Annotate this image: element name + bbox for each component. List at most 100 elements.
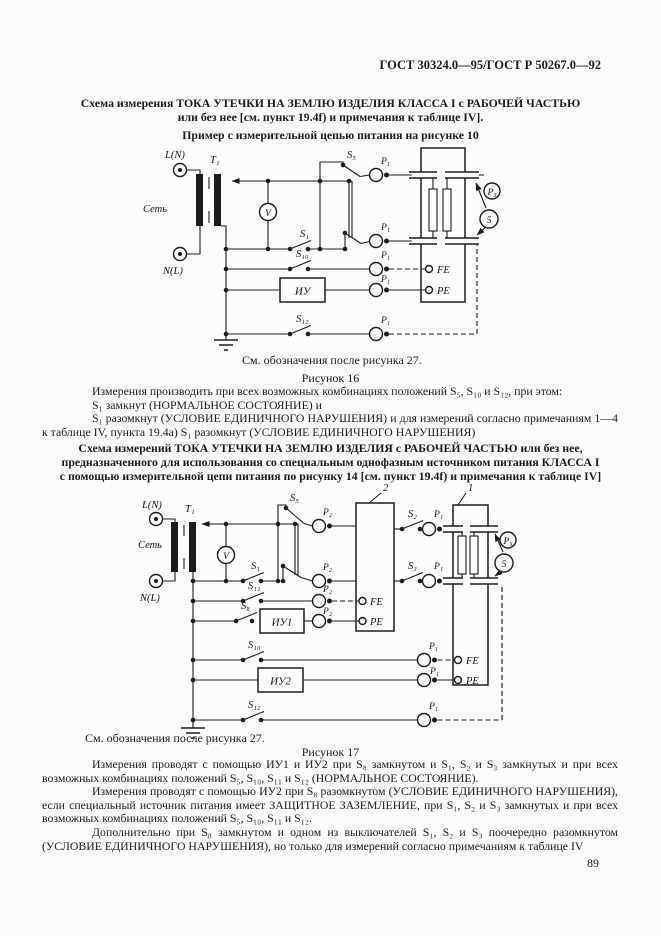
switch-s10: S₁₀: [223, 249, 370, 272]
iu1-box-label: ИУ1: [271, 617, 293, 629]
switch-s8-label: S₈: [241, 601, 250, 612]
figure-17-schematic: L(N) Сеть N(L) T₁ V: [138, 483, 517, 739]
switch-s1-label: S₁: [251, 561, 260, 572]
switch-s12-label: S₁₂: [248, 700, 261, 711]
terminal-p1-label: P₁: [380, 275, 390, 285]
probe-5-label: 5: [502, 560, 507, 570]
special-power-source-box: 2 FE PE: [332, 483, 395, 632]
switch-s11-label: S₁₁: [248, 581, 261, 592]
switch-s10-label: S₁₀: [296, 249, 309, 260]
fe-terminal-label: FE: [369, 597, 383, 608]
terminal-p1-label: P₁: [380, 223, 390, 233]
figure-17-note-2: Измерения проводят с помощью ИУ2 при S₈ …: [42, 784, 618, 826]
switch-s5-label: S₅: [347, 150, 356, 161]
equipment-under-test: 1 FE PE: [443, 483, 498, 687]
switch-s12: S₁₂: [223, 314, 370, 337]
terminal-p1-label: P₁: [428, 642, 438, 652]
switch-s1: S₁: [223, 229, 345, 252]
equipment-under-test: FE PE: [389, 147, 487, 335]
neutral-terminal-label: N(L): [139, 593, 160, 604]
terminals-p1: P₁ P₁ P₁ P₁ P₁: [368, 157, 412, 342]
iu-box-label: ИУ: [294, 286, 312, 298]
transformer-label: T₁: [185, 504, 195, 515]
switch-s1: S₁: [190, 561, 278, 584]
earth-symbol: [214, 339, 238, 351]
switch-s5-reversal: S₅: [275, 493, 313, 584]
mains-label: Сеть: [138, 540, 162, 551]
mains-transformer: L(N) Сеть N(L) T₁: [138, 500, 298, 728]
terminal-p1-label: P₁: [380, 157, 390, 167]
figure-16-title: Схема измерения ТОКА УТЕЧКИ НА ЗЕМЛЮ ИЗД…: [40, 96, 621, 142]
transformer-label: T₁: [210, 155, 220, 166]
voltmeter-label: V: [223, 552, 230, 562]
probe-5-label: 5: [487, 216, 492, 226]
figure-16-caption: Рисунок 16: [301, 371, 360, 385]
probe-p3: P₃ 5: [475, 182, 501, 236]
figure-17-title-line1: Схема измерений ТОКА УТЕЧКИ НА ЗЕМЛЮ ИЗД…: [78, 441, 583, 455]
page-number: 89: [587, 856, 599, 870]
pe-terminal-label: PE: [465, 676, 479, 687]
switch-s12-label: S₁₂: [296, 314, 309, 325]
voltmeter-label: V: [265, 209, 272, 219]
figure-17-legend-note: См. обозначения после рисунка 27.: [85, 731, 265, 745]
figure-16-note-2: S₁ замкнут (НОРМАЛЬНОЕ СОСТОЯНИЕ) и: [92, 397, 322, 412]
switch-s1-label: S₁: [300, 229, 309, 240]
fe-terminal-label: FE: [436, 265, 450, 276]
switch-s8-iu1: S₈ ИУ1: [190, 601, 313, 634]
figure-17-title-line3: с помощью измерительной цепи питания по …: [59, 469, 602, 483]
probe-p3-label: P₃: [486, 188, 496, 198]
earth-symbol: [181, 727, 205, 739]
switch-s5-label: S₅: [290, 493, 299, 504]
switch-s10: S₁₀ P₁: [190, 640, 454, 668]
document-number-header: ГОСТ 30324.0—95/ГОСТ Р 50267.0—92: [379, 58, 602, 72]
figure-17-title-line2: предназначенного для использования со сп…: [61, 455, 600, 469]
probe-p3-label: P₃: [502, 537, 512, 547]
terminal-p2-label: P₂: [322, 585, 333, 595]
switch-s3: S₃ P₁: [394, 561, 443, 589]
terminals-p2: P₂ P₂ P₂ P₂: [311, 508, 356, 629]
voltmeter: V: [216, 521, 236, 584]
pe-terminal-label: PE: [436, 286, 450, 297]
figure-16-subtitle: Пример с измерительной цепью питания на …: [182, 128, 479, 142]
box2-label: 2: [383, 483, 389, 494]
terminal-p1-label: P₁: [429, 667, 439, 677]
measuring-device-iu2: ИУ2 P₁: [190, 667, 454, 693]
terminal-p2-label: P₂: [322, 607, 333, 617]
figure-16-schematic: L(N) Сеть N(L) T₁ V: [143, 147, 501, 351]
voltmeter: V: [258, 178, 278, 252]
box1-label: 1: [468, 483, 473, 494]
line-terminal-label: L(N): [164, 150, 185, 161]
mains-transformer: L(N) Сеть N(L) T₁: [143, 150, 352, 340]
terminal-p1-label: P₁: [433, 510, 443, 520]
terminal-p2-label: P₂: [322, 508, 333, 518]
probe-p3: P₃ 5: [494, 531, 517, 577]
terminal-p1-label: P₁: [380, 251, 390, 261]
switch-s11: S₁₁: [190, 581, 313, 604]
figure-16-title-line2: или без нее [см. пункт 19.4f) и примечан…: [177, 110, 484, 124]
switch-s2: S₂ P₁: [394, 509, 443, 537]
figure-17-note-1: Измерения проводят с помощью ИУ1 и ИУ2 п…: [42, 757, 618, 785]
figure-17-notes: Измерения проводят с помощью ИУ1 и ИУ2 п…: [42, 757, 618, 853]
switch-s12: S₁₂ P₁: [190, 585, 503, 728]
iu2-box-label: ИУ2: [269, 676, 291, 688]
neutral-terminal-label: N(L): [162, 266, 183, 277]
line-terminal-label: L(N): [141, 500, 162, 511]
pe-terminal-label: PE: [369, 617, 383, 628]
figure-16-note-3: S₁ разомкнут (УСЛОВИЕ ЕДИНИЧНОГО НАРУШЕН…: [42, 411, 618, 439]
terminal-p1-label: P₁: [433, 562, 443, 572]
switch-s3-label: S₃: [408, 561, 417, 572]
figure-16-note-1: Измерения производить при всех возможных…: [92, 384, 563, 398]
terminal-p1-label: P₁: [380, 316, 390, 326]
terminal-p1-label: P₁: [428, 702, 438, 712]
terminal-p2-label: P₂: [322, 563, 333, 573]
figure-17-note-3: Дополнительно при S₈ замкнутом и одном и…: [42, 824, 618, 853]
mains-label: Сеть: [143, 204, 167, 215]
fe-terminal-label: FE: [465, 656, 479, 667]
figure-16-notes: Измерения производить при всех возможных…: [42, 384, 618, 439]
figure-16-title-line1: Схема измерения ТОКА УТЕЧКИ НА ЗЕМЛЮ ИЗД…: [80, 96, 581, 110]
figure-17-caption: Рисунок 17: [301, 745, 360, 759]
figure-16-legend-note: См. обозначения после рисунка 27.: [242, 353, 422, 367]
switch-s2-label: S₂: [408, 509, 417, 520]
figure-17-title: Схема измерений ТОКА УТЕЧКИ НА ЗЕМЛЮ ИЗД…: [40, 441, 621, 483]
